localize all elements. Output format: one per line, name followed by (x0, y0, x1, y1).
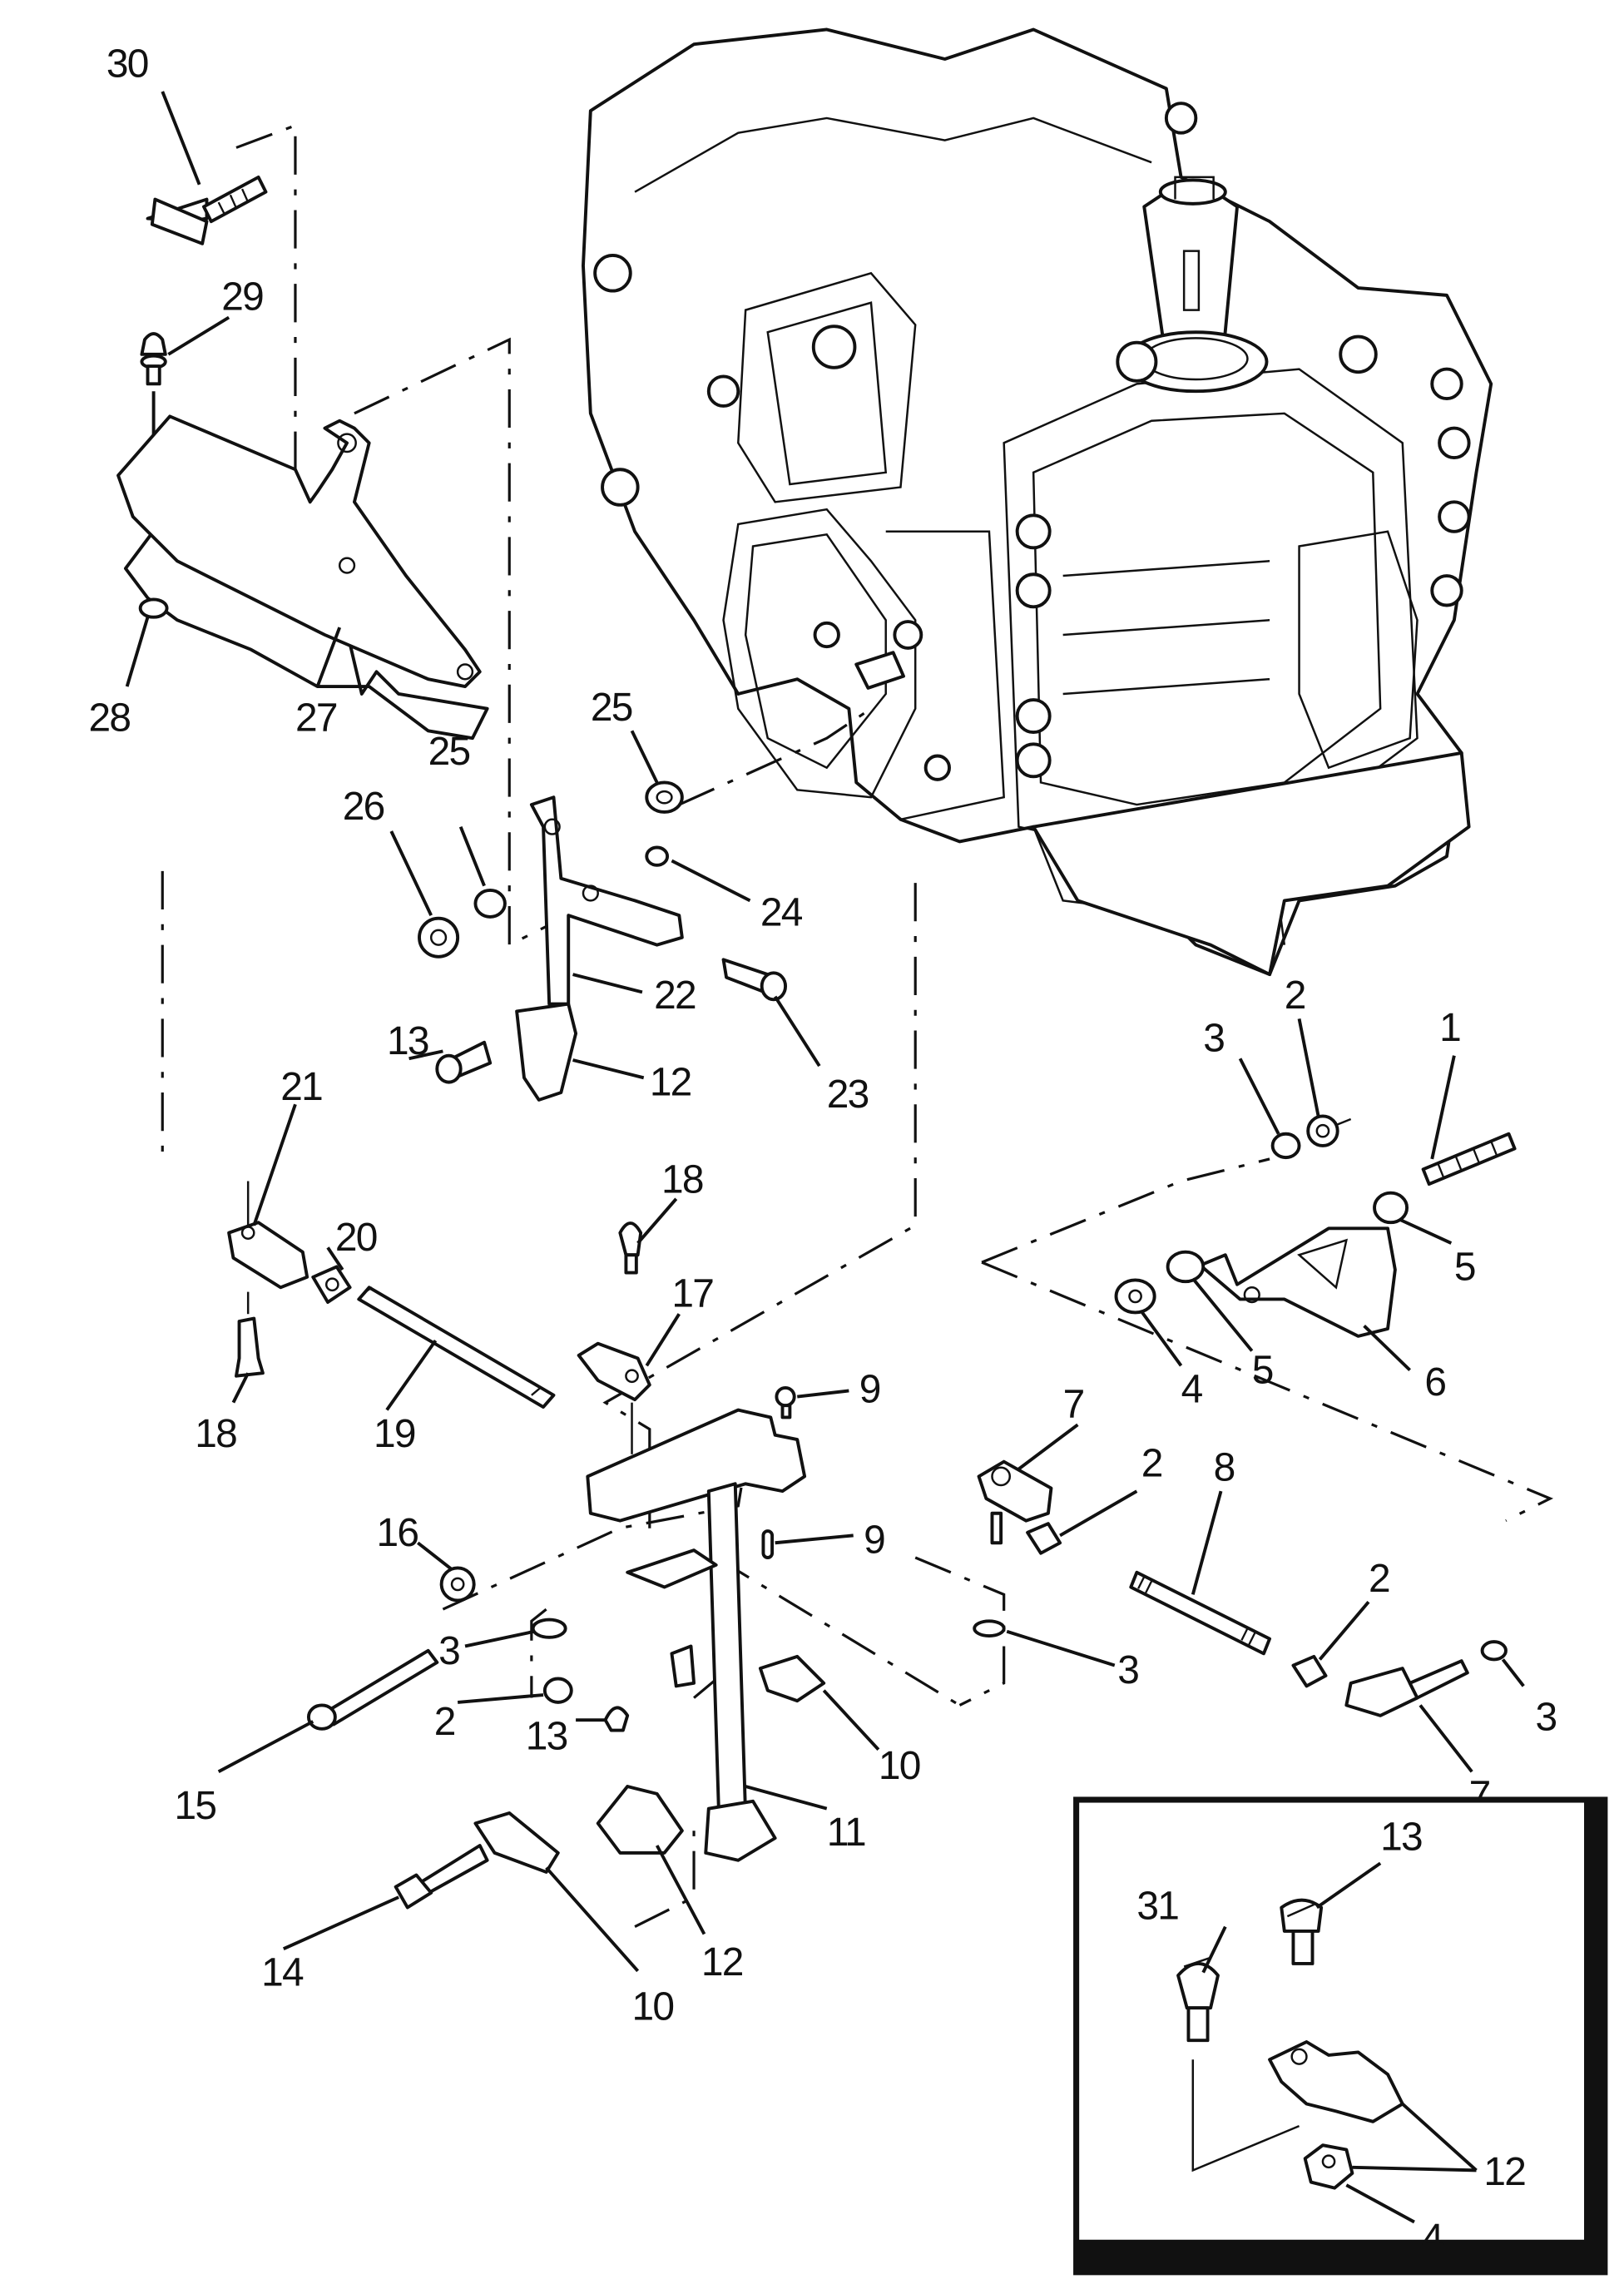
callout-2d: 2 (1369, 1557, 1389, 1601)
callout-27: 27 (295, 696, 337, 740)
callout-24: 24 (760, 891, 803, 935)
shaft-assembly (306, 1385, 826, 1910)
inset-callout-13: 13 (1380, 1815, 1422, 1859)
callout-8: 8 (1214, 1446, 1235, 1490)
callout-3a: 3 (438, 1629, 459, 1673)
callout-3b: 3 (1203, 1016, 1224, 1060)
callout-16: 16 (377, 1511, 418, 1555)
leader-lines (125, 91, 1525, 1973)
callout-5b: 5 (1252, 1349, 1273, 1393)
callout-17: 17 (671, 1271, 713, 1315)
callout-22: 22 (654, 974, 696, 1018)
inset-callout-4: 4 (1422, 2217, 1443, 2261)
callout-1: 1 (1439, 1006, 1460, 1050)
callout-3c: 3 (1117, 1648, 1138, 1692)
callout-25a: 25 (591, 686, 632, 730)
callout-29: 29 (221, 275, 263, 320)
callout-2b: 2 (1285, 974, 1305, 1018)
callout-18a: 18 (661, 1158, 703, 1202)
bracket-assembly (116, 175, 489, 741)
powerhead-block (582, 27, 1493, 977)
callout-30: 30 (106, 42, 148, 86)
callout-21: 21 (280, 1065, 322, 1109)
callout-10a: 10 (879, 1744, 920, 1788)
callout-13a: 13 (387, 1019, 428, 1063)
callout-10b: 10 (632, 1984, 674, 2029)
callout-20: 20 (335, 1216, 377, 1260)
callout-14: 14 (261, 1951, 304, 1995)
link-arm-assembly (418, 780, 788, 1102)
callout-23: 23 (827, 1073, 869, 1117)
callout-4a: 4 (1181, 1368, 1203, 1412)
callout-18b: 18 (195, 1412, 236, 1456)
callout-19: 19 (374, 1412, 415, 1456)
callout-11: 11 (827, 1811, 865, 1855)
callout-labels: 30 29 28 27 25 25 26 24 22 23 13 12 21 2… (89, 42, 1558, 2029)
inset-callout-31: 31 (1136, 1885, 1178, 1929)
callout-15: 15 (174, 1784, 215, 1828)
callout-12a: 12 (650, 1061, 691, 1105)
callout-28: 28 (89, 696, 131, 740)
callout-6: 6 (1424, 1360, 1445, 1405)
callout-7a: 7 (1063, 1382, 1084, 1426)
inset-detail: 31 13 12 4 (1073, 1796, 1608, 2276)
callout-13b: 13 (526, 1715, 567, 1759)
callout-9b: 9 (864, 1519, 884, 1563)
callout-3d: 3 (1535, 1696, 1556, 1740)
inset-callout-12: 12 (1483, 2150, 1525, 2194)
left-link-parts (227, 1181, 651, 1454)
callout-2a: 2 (434, 1700, 455, 1744)
callout-9a: 9 (859, 1368, 880, 1412)
callout-12b: 12 (701, 1940, 743, 1984)
callout-25b: 25 (428, 730, 470, 774)
right-linkage-parts (973, 1114, 1517, 1717)
callout-5a: 5 (1454, 1245, 1475, 1289)
callout-26: 26 (343, 785, 384, 829)
callout-2c: 2 (1141, 1441, 1162, 1485)
